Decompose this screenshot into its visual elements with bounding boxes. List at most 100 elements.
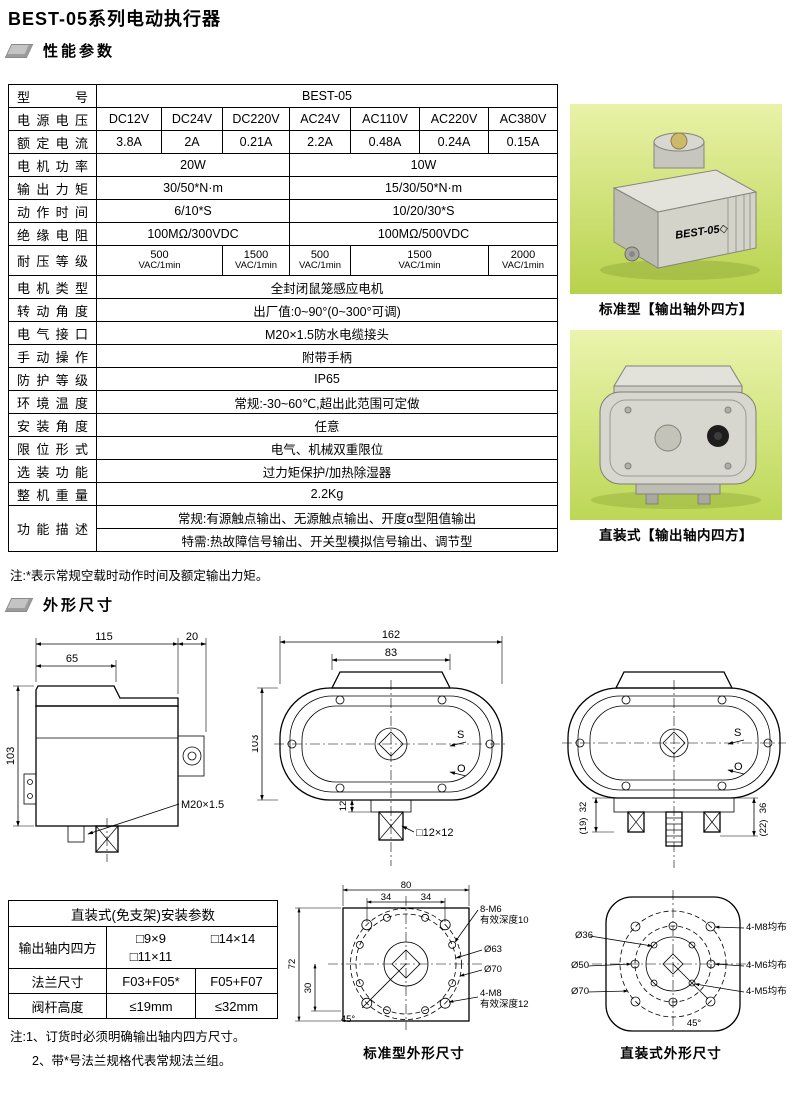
spec-row-function-2: 特需:热故障信号输出、开关型模拟信号输出、调节型	[9, 528, 559, 552]
spec-row-mount-angle: 安装角度 任意	[8, 413, 559, 437]
spec-cell: 出厂值:0~90°(0~300°可调)	[95, 298, 559, 322]
shaft-option: □9×9	[136, 931, 166, 946]
spec-label: 电机类型	[8, 275, 97, 299]
spec-cell: DC220V	[222, 107, 290, 131]
spec-cell: 2.2Kg	[95, 482, 559, 506]
mount-cell: F03+F05*	[106, 968, 196, 994]
spec-row-motor-type: 电机类型 全封闭鼠笼感应电机	[8, 275, 559, 299]
drawing-standard-flange: 80 34 34 72 30	[286, 880, 542, 1062]
drawing-front-view: 162 83 103 S O	[252, 628, 512, 878]
spec-label: 安装角度	[8, 413, 97, 437]
withstand-cell: 1500 VAC/1min	[222, 245, 290, 276]
label-d36: Ø36	[575, 930, 593, 941]
spec-label: 选装功能	[8, 459, 97, 483]
dim-162: 162	[382, 629, 400, 641]
drawing-side-view: 115 20 65 103 M20×1.5	[6, 628, 244, 878]
mount-row-shaft: 输出轴内四方 □9×9 □14×14 □11×11	[8, 926, 278, 969]
withstand-cell: 500 VAC/1min	[289, 245, 351, 276]
spec-row-angle: 转动角度 出厂值:0~90°(0~300°可调)	[8, 298, 559, 322]
product-photo-standard: BEST-05◇	[570, 104, 782, 294]
mount-row-stem: 阀杆高度 ≤19mm ≤32mm	[8, 993, 279, 1019]
spec-row-withstand: 耐压等级 500 VAC/1min 1500 VAC/1min 500 VAC/…	[8, 245, 559, 276]
page-title: BEST-05系列电动执行器	[8, 9, 222, 29]
caption-direct: 直装式【输出轴内四方】	[599, 528, 753, 543]
spec-label: 电机功率	[8, 153, 97, 177]
section-dimensions-header: 外形尺寸	[4, 594, 115, 615]
label-4-m6: 4-M6均布	[746, 959, 787, 971]
mount-cell: ≤19mm	[106, 993, 196, 1019]
label-m8-depth: 有效深度12	[480, 998, 529, 1010]
spec-row-time: 动作时间 6/10*S 10/20/30*S	[8, 199, 559, 223]
withstand-cell: 500 VAC/1min	[96, 245, 223, 276]
thread-label: M20×1.5	[181, 799, 224, 811]
spec-cell: 15/30/50*N·m	[288, 176, 559, 200]
withstand-value: 1500	[407, 249, 432, 262]
spec-row-model: 型号 BEST-05	[8, 84, 559, 108]
product-photo-direct	[570, 330, 782, 520]
top-cap-icon	[670, 132, 688, 150]
dim-72: 72	[287, 959, 298, 970]
spec-cell: 0.48A	[350, 130, 420, 154]
dim-103: 103	[6, 747, 17, 765]
direct-flange-caption: 直装式外形尺寸	[620, 1046, 722, 1061]
spec-cell: AC380V	[487, 107, 559, 131]
dim-20: 20	[186, 631, 198, 643]
photo-shadow	[591, 491, 761, 509]
spec-label: 转动角度	[8, 298, 97, 322]
section-marker-icon	[4, 43, 34, 58]
dim-36: 36	[758, 803, 769, 814]
spec-row-torque: 输出力矩 30/50*N·m 15/30/50*N·m	[8, 176, 559, 200]
spec-cell: 30/50*N·m	[96, 176, 290, 200]
withstand-cell: 1500 VAC/1min	[350, 245, 489, 276]
mount-cell: ≤32mm	[194, 993, 279, 1019]
spec-cell: 常规:-30~60℃,超出此范围可定做	[95, 390, 559, 414]
shut-mark: S	[457, 729, 464, 741]
photo-shadow	[600, 260, 760, 280]
spec-cell: 过力矩保护/加热除湿器	[95, 459, 559, 483]
shaft-square-label: □12×12	[416, 827, 454, 839]
angle-45: 45°	[341, 1014, 356, 1025]
spec-cell: DC12V	[96, 107, 162, 131]
spec-cell: 0.21A	[222, 130, 290, 154]
spec-row-protection: 防护等级 IP65	[8, 367, 559, 391]
spec-label: 绝缘电阻	[8, 222, 97, 246]
spec-cell: AC24V	[289, 107, 351, 131]
bottom-note-1: 注:1、订货时必须明确输出轴内四方尺寸。	[10, 1030, 246, 1044]
label-m6-depth: 有效深度10	[480, 914, 529, 926]
spec-cell: 20W	[96, 153, 290, 177]
spec-row-temperature: 环境温度 常规:-30~60℃,超出此范围可定做	[8, 390, 559, 414]
spec-label: 防护等级	[8, 367, 97, 391]
spec-cell: 10W	[288, 153, 559, 177]
actuator-illustration	[599, 365, 757, 505]
spec-cell: 电气、机械双重限位	[95, 436, 559, 460]
drawing-direct-flange: Ø36 Ø50 Ø70 4-M8均布 4-M6均布 4-M5均布 45° 直装式…	[544, 880, 798, 1062]
spec-row-insulation: 绝缘电阻 100MΩ/300VDC 100MΩ/500VDC	[8, 222, 559, 246]
spec-cell: 3.8A	[96, 130, 162, 154]
spec-label: 手动操作	[8, 344, 97, 368]
spec-row-manual: 手动操作 附带手柄	[8, 344, 559, 368]
label-4-m8: 4-M8均布	[746, 921, 787, 933]
spec-cell: 任意	[95, 413, 559, 437]
spec-cell: 10/20/30*S	[288, 199, 559, 223]
mount-table: 直装式(免支架)安装参数 输出轴内四方 □9×9 □14×14 □11×11 法…	[8, 900, 279, 1019]
spec-row-function-1: 功能描述 常规:有源触点输出、无源触点输出、开度α型阻值输出	[8, 505, 559, 552]
spec-cell: 100MΩ/500VDC	[288, 222, 559, 246]
mount-label: 输出轴内四方	[8, 926, 107, 969]
withstand-unit: VAC/1min	[298, 260, 342, 272]
label-4-m5: 4-M5均布	[746, 985, 787, 997]
spec-label: 环境温度	[8, 390, 97, 414]
angle-45: 45°	[687, 1018, 702, 1029]
mount-table-title-row: 直装式(免支架)安装参数	[8, 900, 278, 927]
label-8-m6: 8-M6	[480, 904, 502, 915]
spec-cell: 6/10*S	[96, 199, 290, 223]
spec-row-weight: 整机重量 2.2Kg	[8, 482, 559, 506]
shaft-option: □11×11	[129, 949, 173, 964]
dim-22: (22)	[758, 820, 769, 837]
withstand-unit: VAC/1min	[501, 260, 545, 272]
spec-row-interface: 电气接口 M20×1.5防水电缆接头	[8, 321, 559, 345]
dim-34b: 34	[421, 892, 432, 903]
spec-row-voltage: 电源电压 DC12V DC24V DC220V AC24V AC110V AC2…	[8, 107, 559, 131]
mount-label: 法兰尺寸	[8, 968, 107, 994]
withstand-value: 2000	[510, 249, 536, 262]
